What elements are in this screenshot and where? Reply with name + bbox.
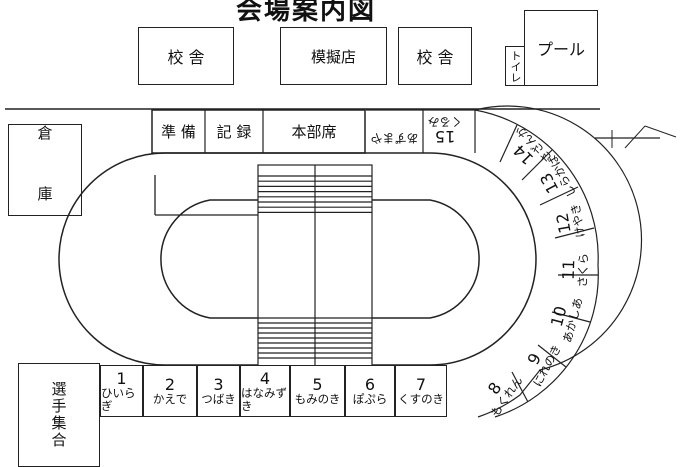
seat-name: ぽぷら bbox=[352, 392, 388, 407]
seat-number: 2 bbox=[164, 374, 176, 394]
pool-label: プール bbox=[536, 40, 585, 59]
seat-name: もみのき bbox=[294, 392, 341, 407]
seat-number: 7 bbox=[415, 374, 427, 394]
warehouse: 倉 庫 bbox=[8, 124, 82, 216]
school-building-right: 校 舎 bbox=[398, 27, 472, 85]
seat-name: くるみ bbox=[427, 114, 463, 129]
guest-tent-label: あずまや bbox=[370, 131, 419, 145]
seat-name: はなみずき bbox=[241, 386, 287, 413]
page-title: 会場案内図 bbox=[236, 0, 377, 26]
mock-shop: 模擬店 bbox=[280, 27, 387, 85]
athlete-assembly-area: 選手集合 bbox=[18, 363, 100, 467]
prep-tent: 準 備 bbox=[152, 110, 205, 153]
seat-name: ひいらぎ bbox=[101, 386, 136, 413]
hurdle-lines-top bbox=[258, 175, 372, 213]
record-tent: 記 録 bbox=[205, 110, 263, 153]
seat-name: さくら bbox=[575, 252, 592, 288]
prep-tent-label: 準 備 bbox=[161, 123, 196, 141]
seat-number: 4 bbox=[259, 368, 271, 388]
seat-number: 5 bbox=[312, 374, 323, 394]
record-tent-label: 記 録 bbox=[216, 123, 252, 141]
athlete-assembly-label: 選手集合 bbox=[49, 381, 68, 449]
seat-name: かえで bbox=[152, 392, 188, 407]
warehouse-label: 倉 庫 bbox=[35, 125, 54, 215]
seat-number: 11 bbox=[558, 259, 579, 281]
school-building-right-label: 校 舎 bbox=[416, 48, 454, 67]
hurdle-lines-bottom bbox=[258, 317, 372, 359]
toilet-label: トイレ bbox=[509, 49, 522, 83]
seat-name: つばき bbox=[201, 392, 236, 407]
seat-number: 1 bbox=[116, 368, 127, 388]
mock-shop-label: 模擬店 bbox=[310, 47, 356, 66]
school-building-left-label: 校 舎 bbox=[167, 48, 205, 67]
school-building-left: 校 舎 bbox=[138, 27, 234, 85]
seat-number: 15 bbox=[434, 127, 456, 147]
headquarters-tent-label: 本部席 bbox=[291, 123, 337, 141]
headquarters-tent: 本部席 bbox=[263, 110, 365, 153]
seat-number: 3 bbox=[213, 374, 224, 394]
seat-number: 6 bbox=[364, 374, 376, 394]
seat-name: くすのき bbox=[398, 392, 444, 407]
guest-tent: あずまや bbox=[366, 110, 423, 153]
pool: プール bbox=[524, 10, 598, 86]
